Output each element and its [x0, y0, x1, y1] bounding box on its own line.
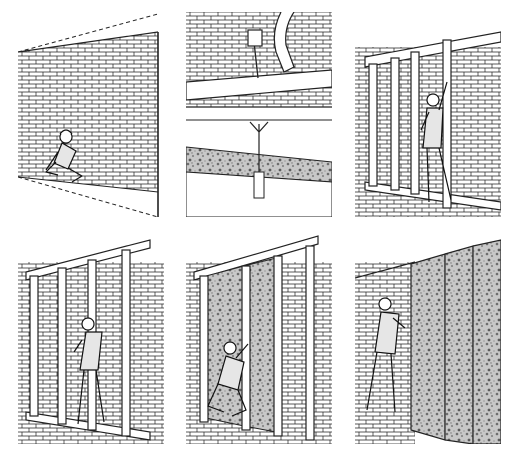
step-2-panel [186, 12, 332, 217]
step-1-panel [18, 12, 164, 217]
step-6-panel [355, 232, 501, 444]
drill-fixing-track-icon [186, 12, 332, 217]
brick-wall-marking-icon [18, 13, 159, 217]
step-5-panel [186, 232, 332, 444]
installing-studs-icon [355, 31, 501, 217]
step-4-panel [18, 232, 164, 444]
stud-frame-icon [18, 239, 164, 444]
insulation-install-icon [186, 235, 332, 444]
drywall-screwing-icon [355, 239, 501, 444]
step-3-panel [355, 12, 501, 217]
